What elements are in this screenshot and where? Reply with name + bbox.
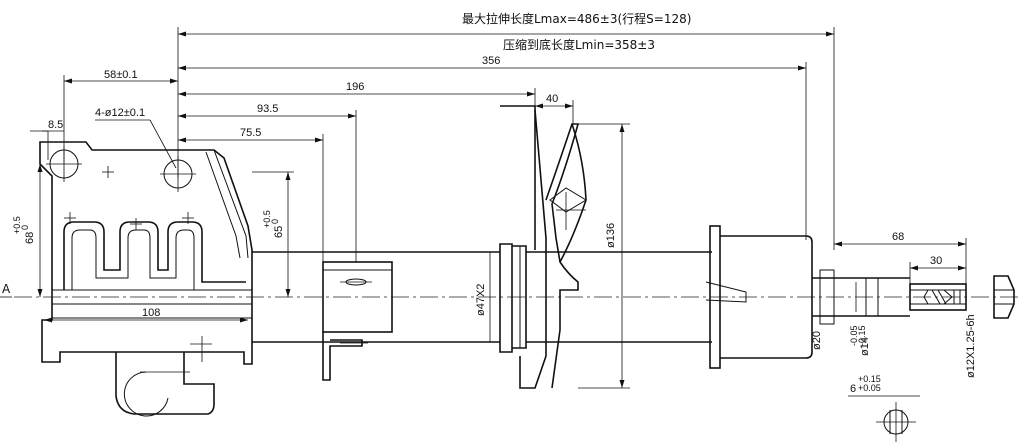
dim-thread: ø12X1.25-6h	[965, 314, 977, 378]
dim-356: 356	[482, 55, 500, 67]
dim-8-5: 8.5	[48, 119, 63, 131]
dim-58: 58±0.1	[104, 69, 138, 81]
dim-47: ø47X2	[475, 284, 487, 316]
dim-65-tol: +0.5	[262, 210, 272, 228]
dim-6-tol2: +0.05	[858, 383, 881, 393]
mounting-bracket: 108 68 +0.5 0 65 +0.5 0	[12, 141, 294, 417]
dim-68-tol2: 0	[20, 225, 30, 230]
dim-6: 6	[850, 383, 856, 395]
dim-75-5: 75.5	[240, 127, 261, 139]
max-length-label: 最大拉伸长度Lmax=486±3(行程S=128)	[462, 11, 691, 26]
dim-65: 65	[273, 226, 285, 238]
dim-136: ø136	[605, 223, 617, 248]
outer-tube	[252, 251, 500, 381]
flat-section-detail: 6 +0.15 +0.05	[848, 374, 920, 442]
dim-hole: 4-ø12±0.1	[95, 107, 145, 119]
piston-rod: ø20 ø14 -0.05 -0.15 ø12X1.25-6h 68 30	[811, 231, 1015, 378]
dim-65-tol2: 0	[270, 219, 280, 224]
dim-40: 40	[546, 93, 558, 105]
overall-dimensions: 最大拉伸长度Lmax=486±3(行程S=128) 压缩到底长度Lmin=358…	[30, 11, 835, 262]
dim-14-tol2: -0.15	[857, 325, 867, 346]
dim-196: 196	[346, 81, 364, 93]
axis-label-a: A	[2, 282, 11, 296]
dim-14-tol: -0.05	[849, 325, 859, 346]
min-length-label: 压缩到底长度Lmin=358±3	[503, 37, 655, 52]
dim-30: 30	[930, 255, 942, 267]
dim-108: 108	[142, 307, 160, 319]
dim-20: ø20	[811, 331, 823, 350]
dim-68: 68	[24, 232, 36, 244]
dim-6-tol: +0.15	[858, 374, 881, 384]
dim-93-5: 93.5	[257, 103, 278, 115]
spring-seat-ring: ø47X2	[475, 243, 527, 353]
dim-68-tol: +0.5	[12, 216, 22, 234]
dim-14: ø14	[859, 337, 871, 356]
inner-body	[526, 225, 813, 369]
spring-plate: 40 ø136	[500, 93, 630, 389]
dim-68-rod: 68	[892, 231, 904, 243]
